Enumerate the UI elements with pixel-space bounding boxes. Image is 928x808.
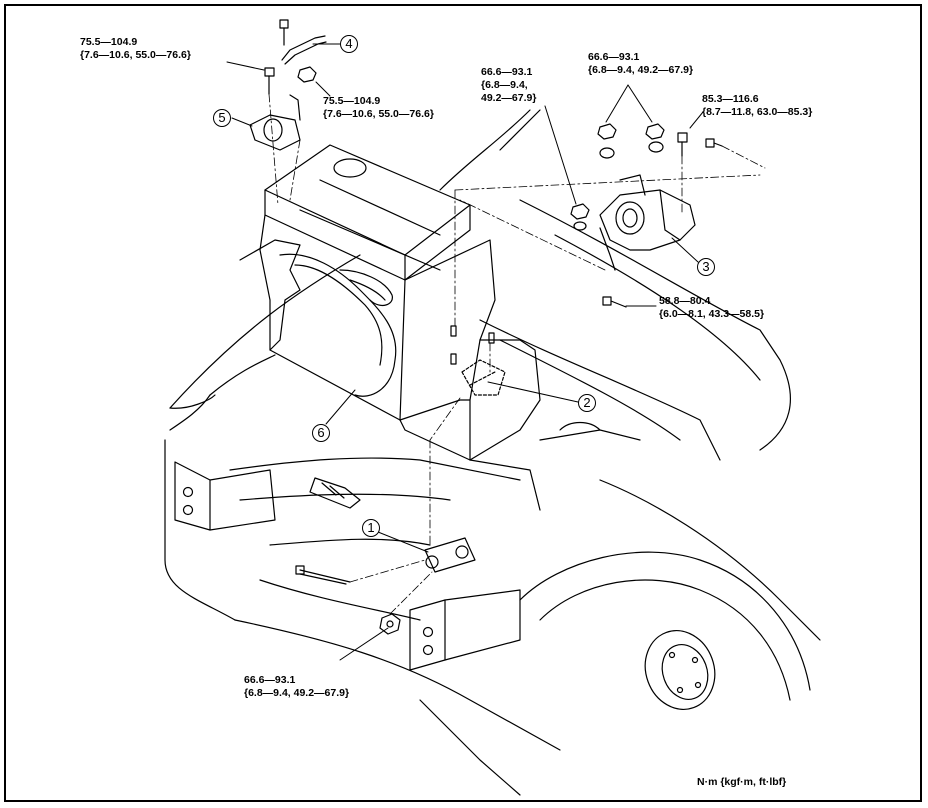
engine-mount-1 (295, 537, 476, 585)
torque-label-mount3-lower-bolt: 58.8—80.4 {6.0—8.1, 43.3—58.5} (659, 295, 764, 321)
diagram-frame (4, 4, 922, 802)
torque-label-mount5-nut: 75.5—104.9 {7.6—10.6, 55.0—76.6} (323, 95, 434, 121)
bracket-4 (279, 19, 327, 65)
torque-value: 58.8—80.4 (659, 295, 711, 307)
torque-conversion: {6.0—8.1, 43.3—58.5} (659, 308, 765, 320)
alignment-lines (268, 93, 766, 615)
callout-2: 2 (578, 394, 596, 412)
torque-value: 75.5—104.9 (323, 95, 381, 107)
vehicle-body (164, 109, 821, 796)
torque-value: 75.5—104.9 (80, 36, 138, 48)
torque-conversion: {8.7—11.8, 63.0—85.3} (702, 106, 813, 118)
engine-mount-3 (599, 174, 696, 271)
mount-bracket-2 (461, 359, 506, 396)
torque-conversion: {6.8—9.4, 49.2—67.9} (588, 64, 694, 76)
torque-conversion-cont: 49.2—67.9} (481, 92, 537, 104)
torque-conversion: {6.8—9.4, (481, 79, 528, 91)
nut-lower (379, 613, 401, 635)
torque-value: 66.6—93.1 (244, 674, 296, 686)
torque-conversion: {7.6—10.6, 55.0—76.6} (323, 108, 434, 120)
leader-lines (226, 43, 704, 661)
units-legend: N·m {kgf·m, ft·lbf} (697, 776, 787, 788)
torque-label-mount5-bolt: 75.5—104.9 {7.6—10.6, 55.0—76.6} (80, 36, 191, 62)
callout-3: 3 (697, 258, 715, 276)
engine-assembly (239, 144, 541, 461)
torque-label-mount3-nuts: 66.6—93.1 {6.8—9.4, 49.2—67.9} (588, 51, 693, 77)
torque-label-mount1-nut: 66.6—93.1 {6.8—9.4, 49.2—67.9} (244, 674, 349, 700)
torque-value: 66.6—93.1 (588, 51, 640, 63)
callout-5: 5 (213, 109, 231, 127)
torque-conversion: {7.6—10.6, 55.0—76.6} (80, 49, 191, 61)
torque-label-mount3-nut: 66.6—93.1 {6.8—9.4, 49.2—67.9} (481, 66, 536, 105)
torque-value: 66.6—93.1 (481, 66, 533, 78)
engine-mount-5 (249, 94, 301, 151)
callout-1: 1 (362, 519, 380, 537)
bolts-and-nuts (264, 66, 723, 308)
callout-4: 4 (340, 35, 358, 53)
callout-6: 6 (312, 424, 330, 442)
torque-label-mount3-bolt: 85.3—116.6 {8.7—11.8, 63.0—85.3} (702, 93, 812, 119)
torque-value: 85.3—116.6 (702, 93, 759, 105)
torque-conversion: {6.8—9.4, 49.2—67.9} (244, 687, 350, 699)
